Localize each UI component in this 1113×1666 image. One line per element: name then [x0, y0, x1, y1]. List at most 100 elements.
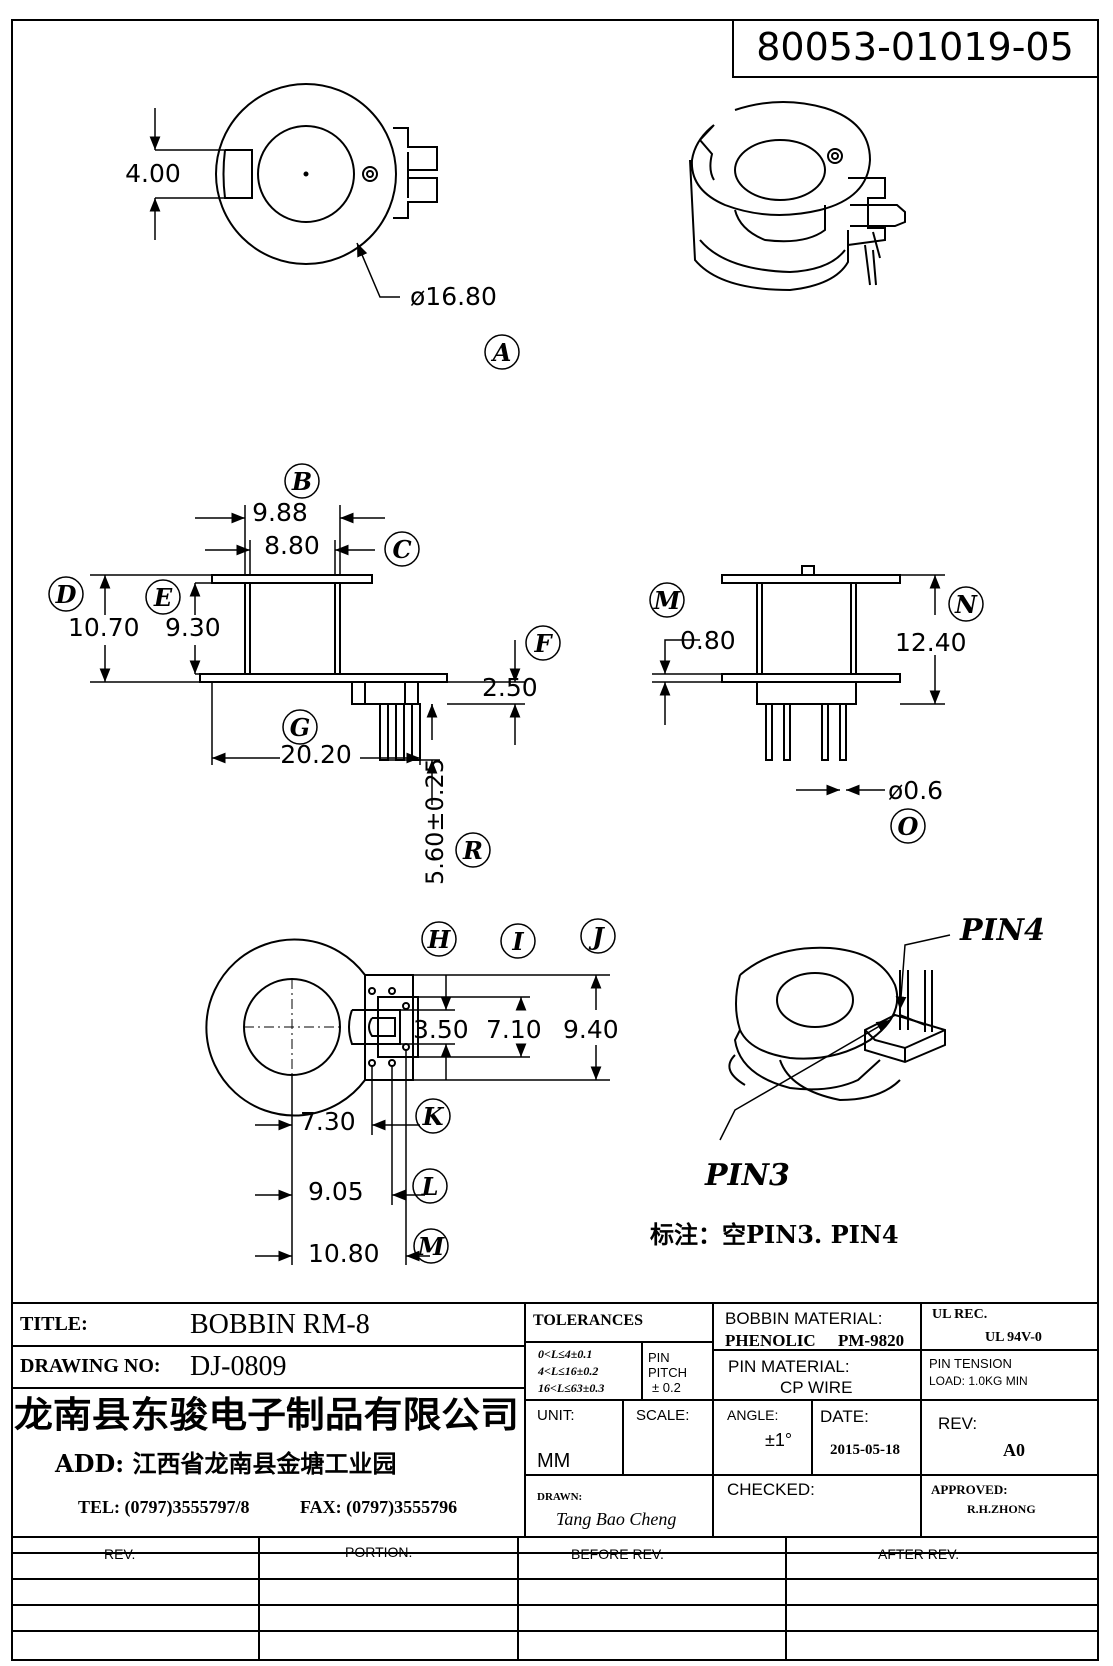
callout-n: M — [649, 582, 685, 618]
drawn-value: Tang Bao Cheng — [556, 1509, 676, 1529]
angle-value: ±1° — [765, 1430, 792, 1450]
callout-g: G — [282, 709, 318, 745]
pin4-label: PIN4 — [959, 913, 1045, 948]
svg-text:C: C — [392, 535, 411, 564]
rev-label: REV: — [938, 1414, 977, 1433]
ul-rec-value: UL 94V-0 — [985, 1330, 1042, 1345]
svg-text:I: I — [511, 927, 524, 956]
isometric-view-bottom — [728, 946, 946, 1102]
dim-text-7-30: 7.30 — [300, 1107, 356, 1136]
pin-hole — [362, 166, 378, 182]
front-view — [199, 574, 448, 761]
bottom-view — [205, 938, 419, 1117]
revision-table-lines — [12, 1537, 1098, 1660]
side-view-dims — [652, 574, 945, 796]
dim-text-8-80: 8.80 — [264, 531, 320, 560]
company-name: 龙南县东骏电子制品有限公司 — [14, 1394, 519, 1436]
part-number-box: 80053-01019-05 — [732, 19, 1099, 78]
drawn-label: DRAWN: — [537, 1491, 582, 1503]
bobbin-material-value-1: PHENOLIC — [725, 1331, 816, 1350]
callout-l: L — [412, 1168, 448, 1204]
flange-outer-circle — [215, 83, 397, 265]
dim-text-0-80: 0.80 — [680, 626, 736, 655]
unit-label: UNIT: — [537, 1407, 575, 1424]
callout-a: A — [484, 334, 520, 370]
pin-pitch-label-1: PIN — [648, 1350, 670, 1365]
drawing-no-label: DRAWING NO: — [20, 1355, 161, 1377]
company-tel: TEL: (0797)3555797/8 — [78, 1497, 250, 1518]
rev-table-header-before: BEFORE REV. — [571, 1546, 664, 1562]
callout-o: N — [948, 586, 984, 622]
rev-value: A0 — [1003, 1440, 1025, 1460]
svg-text:D: D — [55, 580, 77, 609]
unit-value: MM — [537, 1450, 570, 1472]
callout-d: D — [48, 576, 84, 612]
checked-label: CHECKED: — [727, 1480, 815, 1499]
pin-pitch-label-2: PITCH — [648, 1365, 687, 1380]
title-block-lines — [12, 1302, 1098, 1538]
side-view — [721, 565, 901, 761]
tolerance-line-2: 4<L≤16±0.2 — [537, 1364, 598, 1378]
scale-label: SCALE: — [636, 1407, 689, 1424]
svg-text:N: N — [954, 590, 978, 619]
svg-text:J: J — [588, 922, 605, 951]
part-number: 80053-01019-05 — [756, 25, 1074, 69]
title-value: BOBBIN RM-8 — [190, 1309, 370, 1340]
callout-k: K — [415, 1098, 451, 1134]
rev-table-header-after: AFTER REV. — [878, 1546, 959, 1562]
svg-text:G: G — [290, 713, 311, 742]
pin-tension-load: LOAD: 1.0KG MIN — [929, 1374, 1028, 1388]
bobbin-material-label: BOBBIN MATERIAL: — [725, 1309, 882, 1328]
callout-h: H — [421, 921, 457, 957]
isometric-view-top — [689, 101, 906, 292]
date-label: DATE: — [820, 1407, 869, 1426]
dim-text-5-60: 5.60±0.25 — [421, 758, 449, 885]
svg-text:A: A — [491, 338, 512, 367]
angle-label: ANGLE: — [727, 1407, 778, 1423]
svg-text:H: H — [427, 925, 452, 954]
svg-text:R: R — [462, 836, 483, 865]
rev-table-header-portion: PORTION. — [345, 1544, 412, 1560]
callout-e: E — [145, 579, 181, 615]
dim-text-2-50: 2.50 — [482, 673, 538, 702]
pin-leaders — [719, 934, 951, 1141]
dim-text-12-40: 12.40 — [895, 628, 967, 657]
dim-text-9-40: 9.40 — [563, 1015, 619, 1044]
date-value: 2015-05-18 — [830, 1442, 900, 1458]
callout-i: I — [500, 923, 536, 959]
tolerances-label: TOLERANCES — [533, 1312, 643, 1329]
svg-text:E: E — [153, 583, 173, 612]
dim-text-10-70: 10.70 — [68, 613, 140, 642]
dim-16-80 — [356, 242, 400, 298]
callout-b: B — [284, 463, 320, 499]
svg-text:K: K — [422, 1102, 445, 1131]
callout-f: F — [525, 625, 561, 661]
bobbin-material-value-2: PM-9820 — [838, 1331, 904, 1350]
dim-text-9-30: 9.30 — [165, 613, 221, 642]
title-label: TITLE: — [20, 1313, 88, 1335]
dim-text-16-80: ø16.80 — [410, 282, 497, 311]
top-view — [215, 83, 438, 265]
tolerance-line-3: 16<L≤63±0.3 — [538, 1381, 604, 1395]
company-fax: FAX: (0797)3555796 — [300, 1497, 457, 1518]
svg-text:O: O — [898, 812, 919, 841]
svg-text:F: F — [533, 629, 553, 658]
drawing-frame — [11, 19, 1099, 1661]
dim-text-9-05: 9.05 — [308, 1177, 364, 1206]
svg-text:L: L — [421, 1172, 439, 1201]
dim-text-10-80: 10.80 — [308, 1239, 380, 1268]
dim-text-4-00: 4.00 — [125, 159, 181, 188]
pin-pitch-value: ± 0.2 — [652, 1380, 681, 1395]
svg-text:B: B — [291, 467, 312, 496]
rev-table-header-rev: REV. — [104, 1546, 135, 1562]
dim-text-9-88: 9.88 — [252, 498, 308, 527]
callout-r: R — [455, 832, 491, 868]
callout-q: O — [890, 808, 926, 844]
dim-text-0-6: ø0.6 — [888, 776, 943, 805]
callout-c: C — [384, 531, 420, 567]
company-address: ADD: 江西省龙南县金塘工业园 — [54, 1449, 396, 1478]
pin-note: 标注：空PIN3. PIN4 — [650, 1220, 899, 1249]
dim-text-3-50: 3.50 — [413, 1015, 469, 1044]
pin3-label: PIN3 — [704, 1158, 790, 1193]
